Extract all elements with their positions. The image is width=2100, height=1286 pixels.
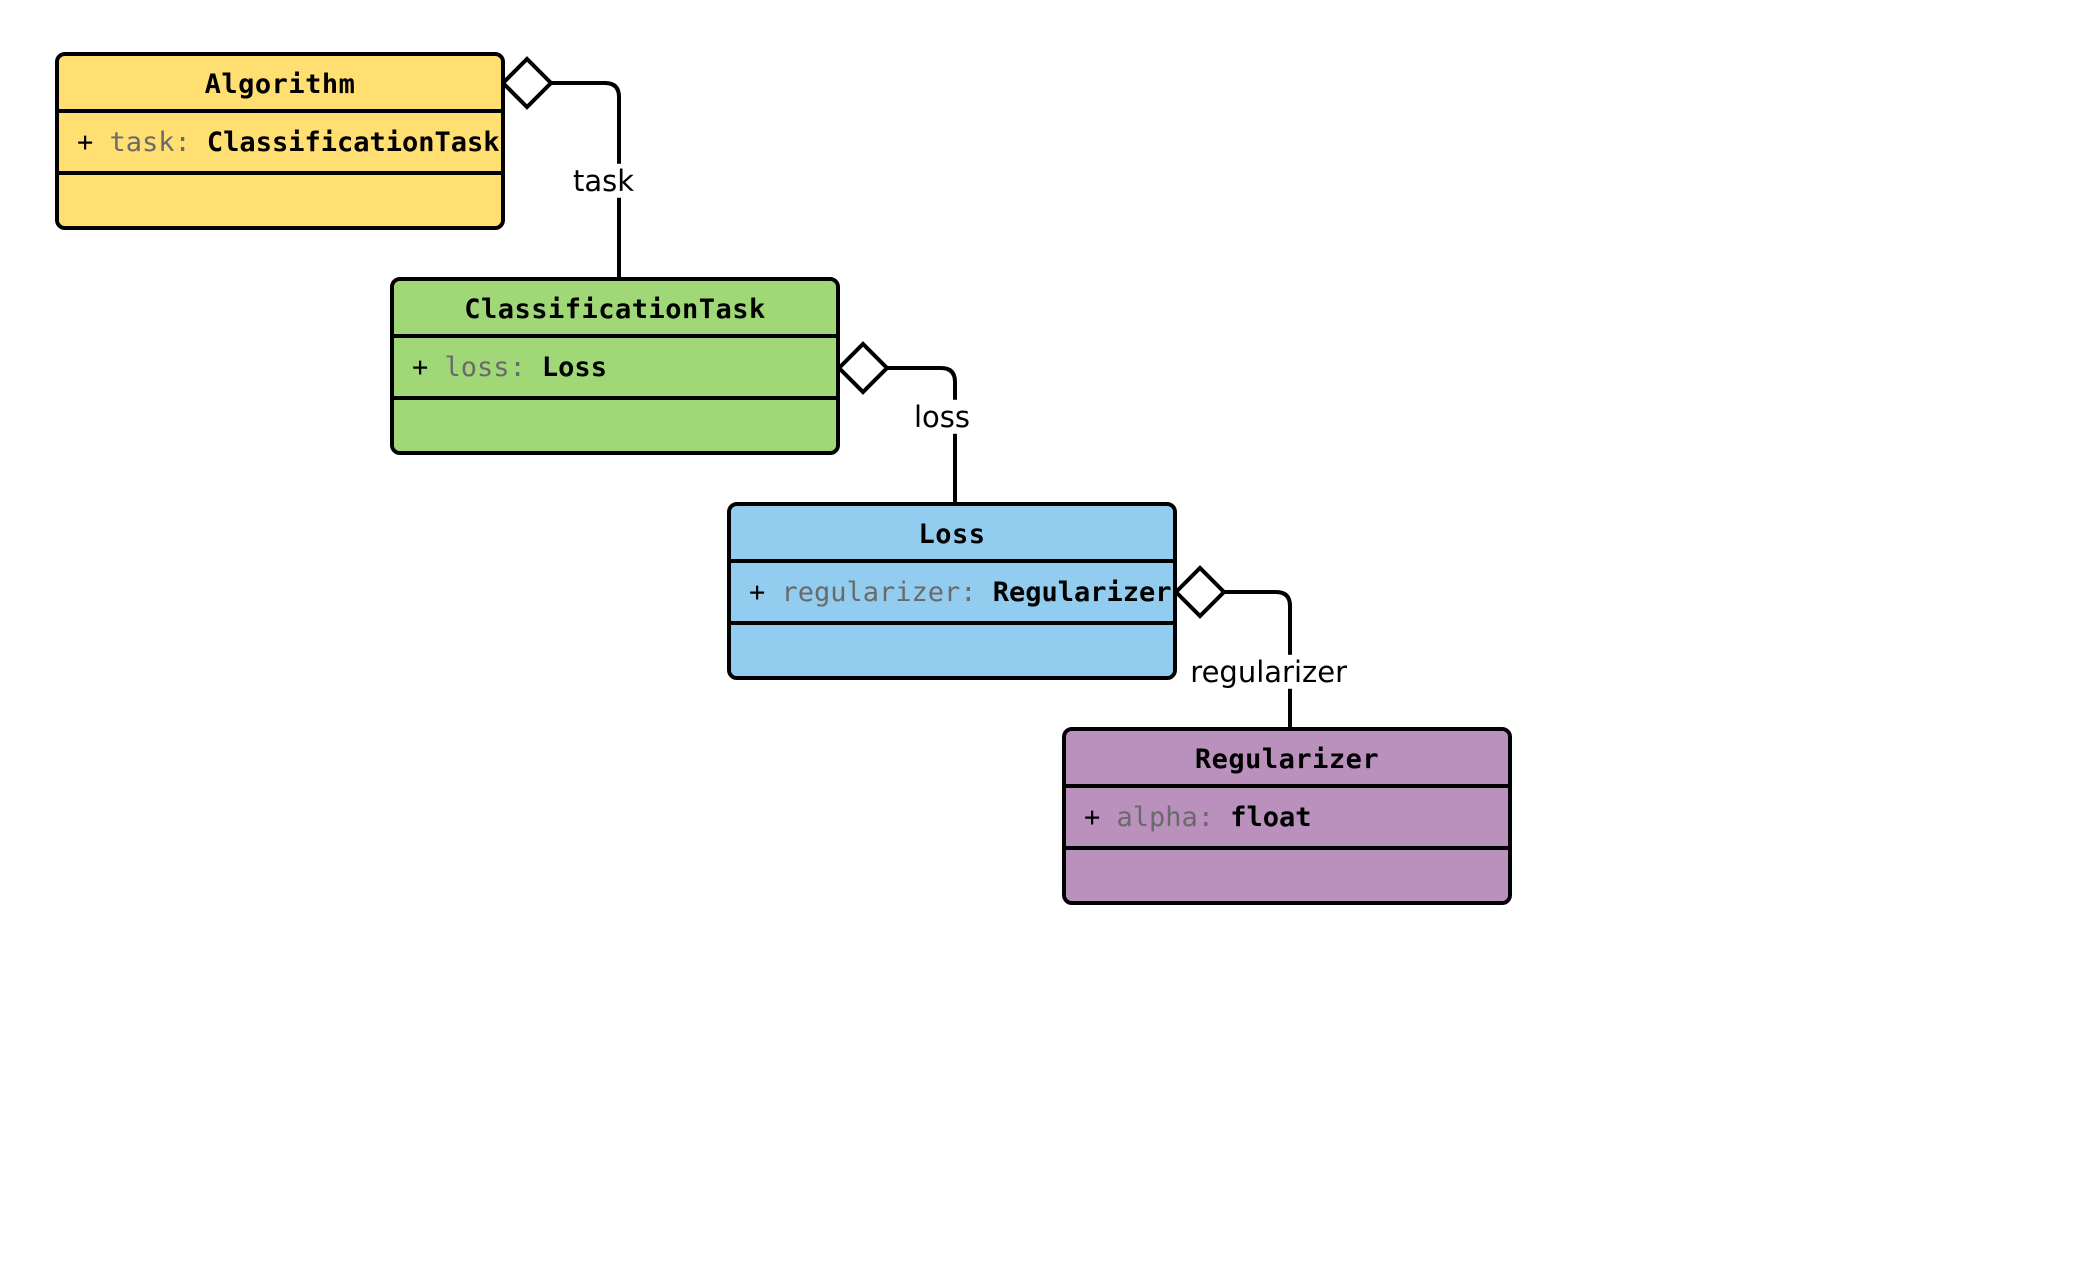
class-methods-algorithm xyxy=(59,175,501,226)
attribute-visibility: + xyxy=(412,351,429,383)
edge-label-classificationtask-loss: loss xyxy=(909,399,976,435)
edge-label-algorithm-task: task xyxy=(568,163,640,199)
class-attributes-regularizer: + alpha: float xyxy=(1066,788,1508,850)
class-name-loss: Loss xyxy=(731,506,1173,563)
class-methods-loss xyxy=(731,625,1173,676)
attribute-type: ClassificationTask xyxy=(206,126,500,158)
attribute-type: Regularizer xyxy=(992,576,1172,608)
class-box-classification-task[interactable]: ClassificationTask + loss: Loss xyxy=(390,277,840,455)
class-methods-regularizer xyxy=(1066,850,1508,901)
attribute-name: task: xyxy=(109,126,191,158)
attribute-name: regularizer: xyxy=(781,576,977,608)
attribute-type: float xyxy=(1230,801,1312,833)
aggregation-diamond-classificationtask-loss xyxy=(836,341,890,395)
attribute-type: Loss xyxy=(541,351,607,383)
attribute-visibility: + xyxy=(77,126,94,158)
class-name-regularizer: Regularizer xyxy=(1066,731,1508,788)
edge-path-classificationtask-loss xyxy=(887,366,957,502)
class-name-classification-task: ClassificationTask xyxy=(394,281,836,338)
aggregation-diamond-loss-regularizer xyxy=(1173,565,1227,619)
class-box-loss[interactable]: Loss + regularizer: Regularizer xyxy=(727,502,1177,680)
aggregation-diamond-algorithm-task xyxy=(500,56,554,110)
edge-label-loss-regularizer: regularizer xyxy=(1186,654,1353,690)
edge-loss-regularizer xyxy=(1173,565,1292,727)
class-box-algorithm[interactable]: Algorithm + task: ClassificationTask xyxy=(55,52,505,230)
attribute-name: loss: xyxy=(444,351,526,383)
attribute-visibility: + xyxy=(749,576,766,608)
attribute-name: alpha: xyxy=(1116,801,1214,833)
class-methods-classification-task xyxy=(394,400,836,451)
class-attributes-classification-task: + loss: Loss xyxy=(394,338,836,400)
class-attributes-algorithm: + task: ClassificationTask xyxy=(59,113,501,175)
class-attributes-loss: + regularizer: Regularizer xyxy=(731,563,1173,625)
class-name-algorithm: Algorithm xyxy=(59,56,501,113)
attribute-visibility: + xyxy=(1084,801,1101,833)
class-box-regularizer[interactable]: Regularizer + alpha: float xyxy=(1062,727,1512,905)
